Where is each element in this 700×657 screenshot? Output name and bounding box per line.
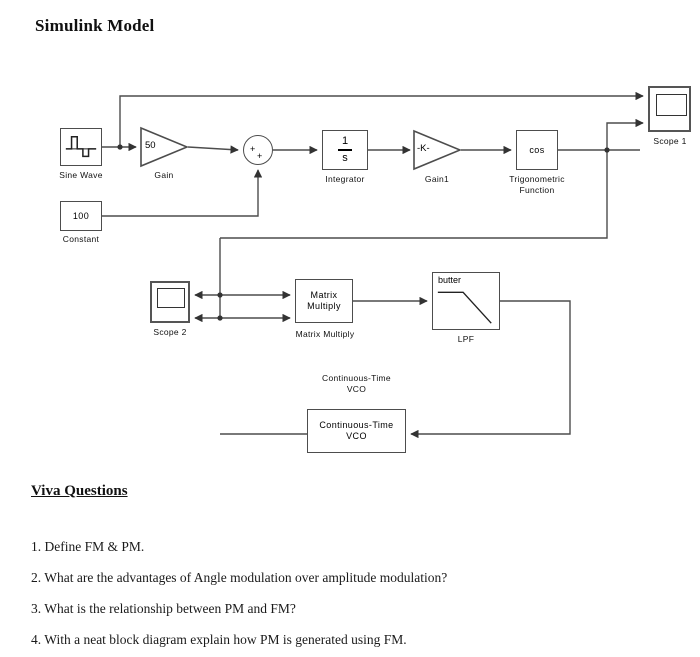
integrator-denominator: s (342, 151, 348, 164)
trigonometric-function-block[interactable]: cos (516, 130, 558, 170)
scope1-label: Scope 1 (653, 136, 687, 146)
constant-value: 100 (72, 210, 90, 221)
viva-question-2: 2. What are the advantages of Angle modu… (31, 570, 448, 585)
junction-dot (117, 144, 123, 150)
matrix-multiply-text-1: Matrix (310, 290, 338, 301)
gain1-value: -K- (417, 143, 430, 154)
sum-sign-left: + (250, 144, 256, 154)
sine-wave-label: Sine Wave (59, 170, 103, 180)
gain-triangle-icon (140, 126, 189, 168)
junction-dot (604, 147, 610, 153)
scope-screen-icon (656, 94, 687, 116)
scope-screen-icon (157, 288, 185, 308)
constant-label: Constant (62, 234, 100, 244)
lpf-value: butter (438, 275, 462, 285)
integrator-fraction: 1 s (338, 134, 352, 164)
constant-block[interactable]: 100 (60, 201, 102, 231)
junction-dot (217, 315, 223, 321)
viva-question-4: 4. With a neat block diagram explain how… (31, 632, 407, 647)
integrator-label: Integrator (325, 174, 365, 184)
matrix-multiply-block[interactable]: Matrix Multiply (295, 279, 353, 323)
scope2-label: Scope 2 (153, 327, 187, 337)
lpf-block[interactable]: butter (432, 272, 500, 330)
vco-top-label: Continuous-Time VCO (322, 373, 391, 394)
sum-sign-bottom: + (257, 151, 263, 161)
trig-value: cos (529, 144, 545, 155)
page-title: Simulink Model (35, 16, 155, 35)
integrator-block[interactable]: 1 s (322, 130, 368, 170)
matrix-multiply-label: Matrix Multiply (295, 329, 355, 339)
simulink-model-diagram: Sine Wave 50 Gain + + 1 s Integrator -K-… (59, 86, 691, 453)
lpf-label: LPF (457, 334, 475, 344)
gain1-label: Gain1 (424, 174, 450, 184)
gain-label: Gain (154, 170, 174, 180)
viva-question-1: 1. Define FM & PM. (31, 539, 145, 554)
fraction-bar (338, 149, 352, 151)
vco-block[interactable]: Continuous-Time VCO (307, 409, 406, 453)
vco-text-2: VCO (346, 431, 367, 441)
sum-block[interactable]: + + (243, 135, 273, 165)
vco-text-1: Continuous-Time (319, 420, 394, 431)
lowpass-response-icon (437, 291, 492, 324)
gain1-block[interactable]: -K- (412, 129, 462, 171)
integrator-numerator: 1 (341, 134, 349, 147)
trigonometric-function-label: Trigonometric Function (509, 174, 565, 195)
viva-question-3: 3. What is the relationship between PM a… (31, 601, 296, 616)
gain-block[interactable]: 50 (139, 126, 189, 168)
sine-wave-icon (65, 135, 97, 158)
signal-wires (102, 91, 644, 439)
sine-wave-block[interactable] (60, 128, 102, 166)
junction-dot (217, 292, 223, 298)
gain-value: 50 (145, 140, 156, 151)
scope2-block[interactable] (150, 281, 190, 323)
viva-questions-heading: Viva Questions (31, 483, 128, 499)
gain1-triangle-icon (413, 129, 462, 171)
matrix-multiply-text-2: Multiply (307, 301, 341, 311)
scope1-block[interactable] (648, 86, 691, 132)
